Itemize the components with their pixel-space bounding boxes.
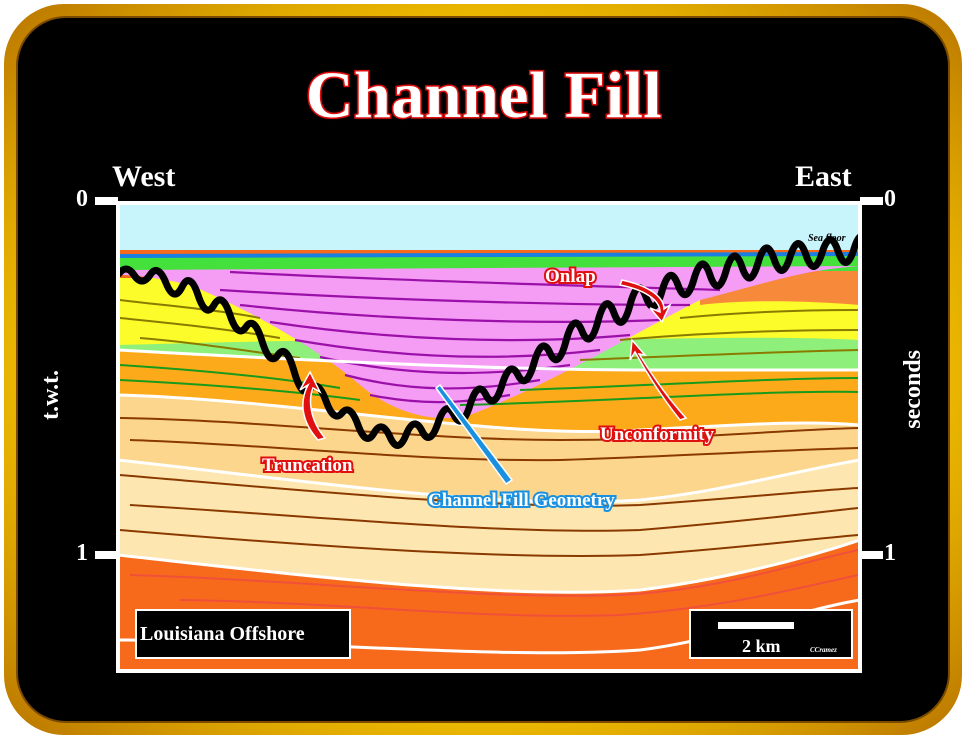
location-label: Louisiana Offshore bbox=[140, 623, 305, 645]
left-tick-bar-0 bbox=[95, 197, 118, 205]
onlap-label: Onlap bbox=[545, 266, 596, 287]
location-box bbox=[135, 609, 351, 659]
left-tick-0: 0 bbox=[76, 186, 88, 212]
orange-reflectors bbox=[119, 417, 859, 557]
left-tick-bar-1 bbox=[95, 551, 118, 559]
sea-floor-label: Sea floor bbox=[808, 233, 846, 244]
unconformity-line bbox=[118, 233, 860, 449]
page-title: Channel Fill bbox=[304, 58, 663, 134]
right-tick-0: 0 bbox=[884, 186, 896, 212]
top-right-wedge bbox=[700, 265, 860, 305]
right-tick-bar-0 bbox=[860, 197, 883, 205]
channel-fill-arrow bbox=[434, 383, 514, 486]
right-tick-bar-1 bbox=[860, 551, 883, 559]
unconformity-arrow bbox=[629, 338, 688, 421]
truncation-arrow bbox=[299, 370, 327, 441]
west-label: West bbox=[112, 160, 176, 193]
scale-box bbox=[689, 609, 853, 659]
scale-bar bbox=[718, 622, 794, 629]
channel-fill-geometry-label: Channel Fill Geometry bbox=[428, 490, 615, 511]
left-tick-1: 1 bbox=[76, 540, 88, 566]
unconformity-label: Unconformity bbox=[600, 424, 714, 445]
scale-label: 2 km bbox=[742, 636, 781, 656]
onlap-arrow bbox=[618, 279, 672, 324]
right-tick-1: 1 bbox=[884, 540, 896, 566]
east-label: East bbox=[795, 160, 852, 193]
section-border bbox=[116, 201, 862, 673]
pale-reflectors bbox=[129, 549, 859, 617]
credit-label: CCramez bbox=[810, 646, 837, 654]
water-bottom-line bbox=[118, 252, 860, 258]
truncation-label: Truncation bbox=[262, 455, 353, 476]
